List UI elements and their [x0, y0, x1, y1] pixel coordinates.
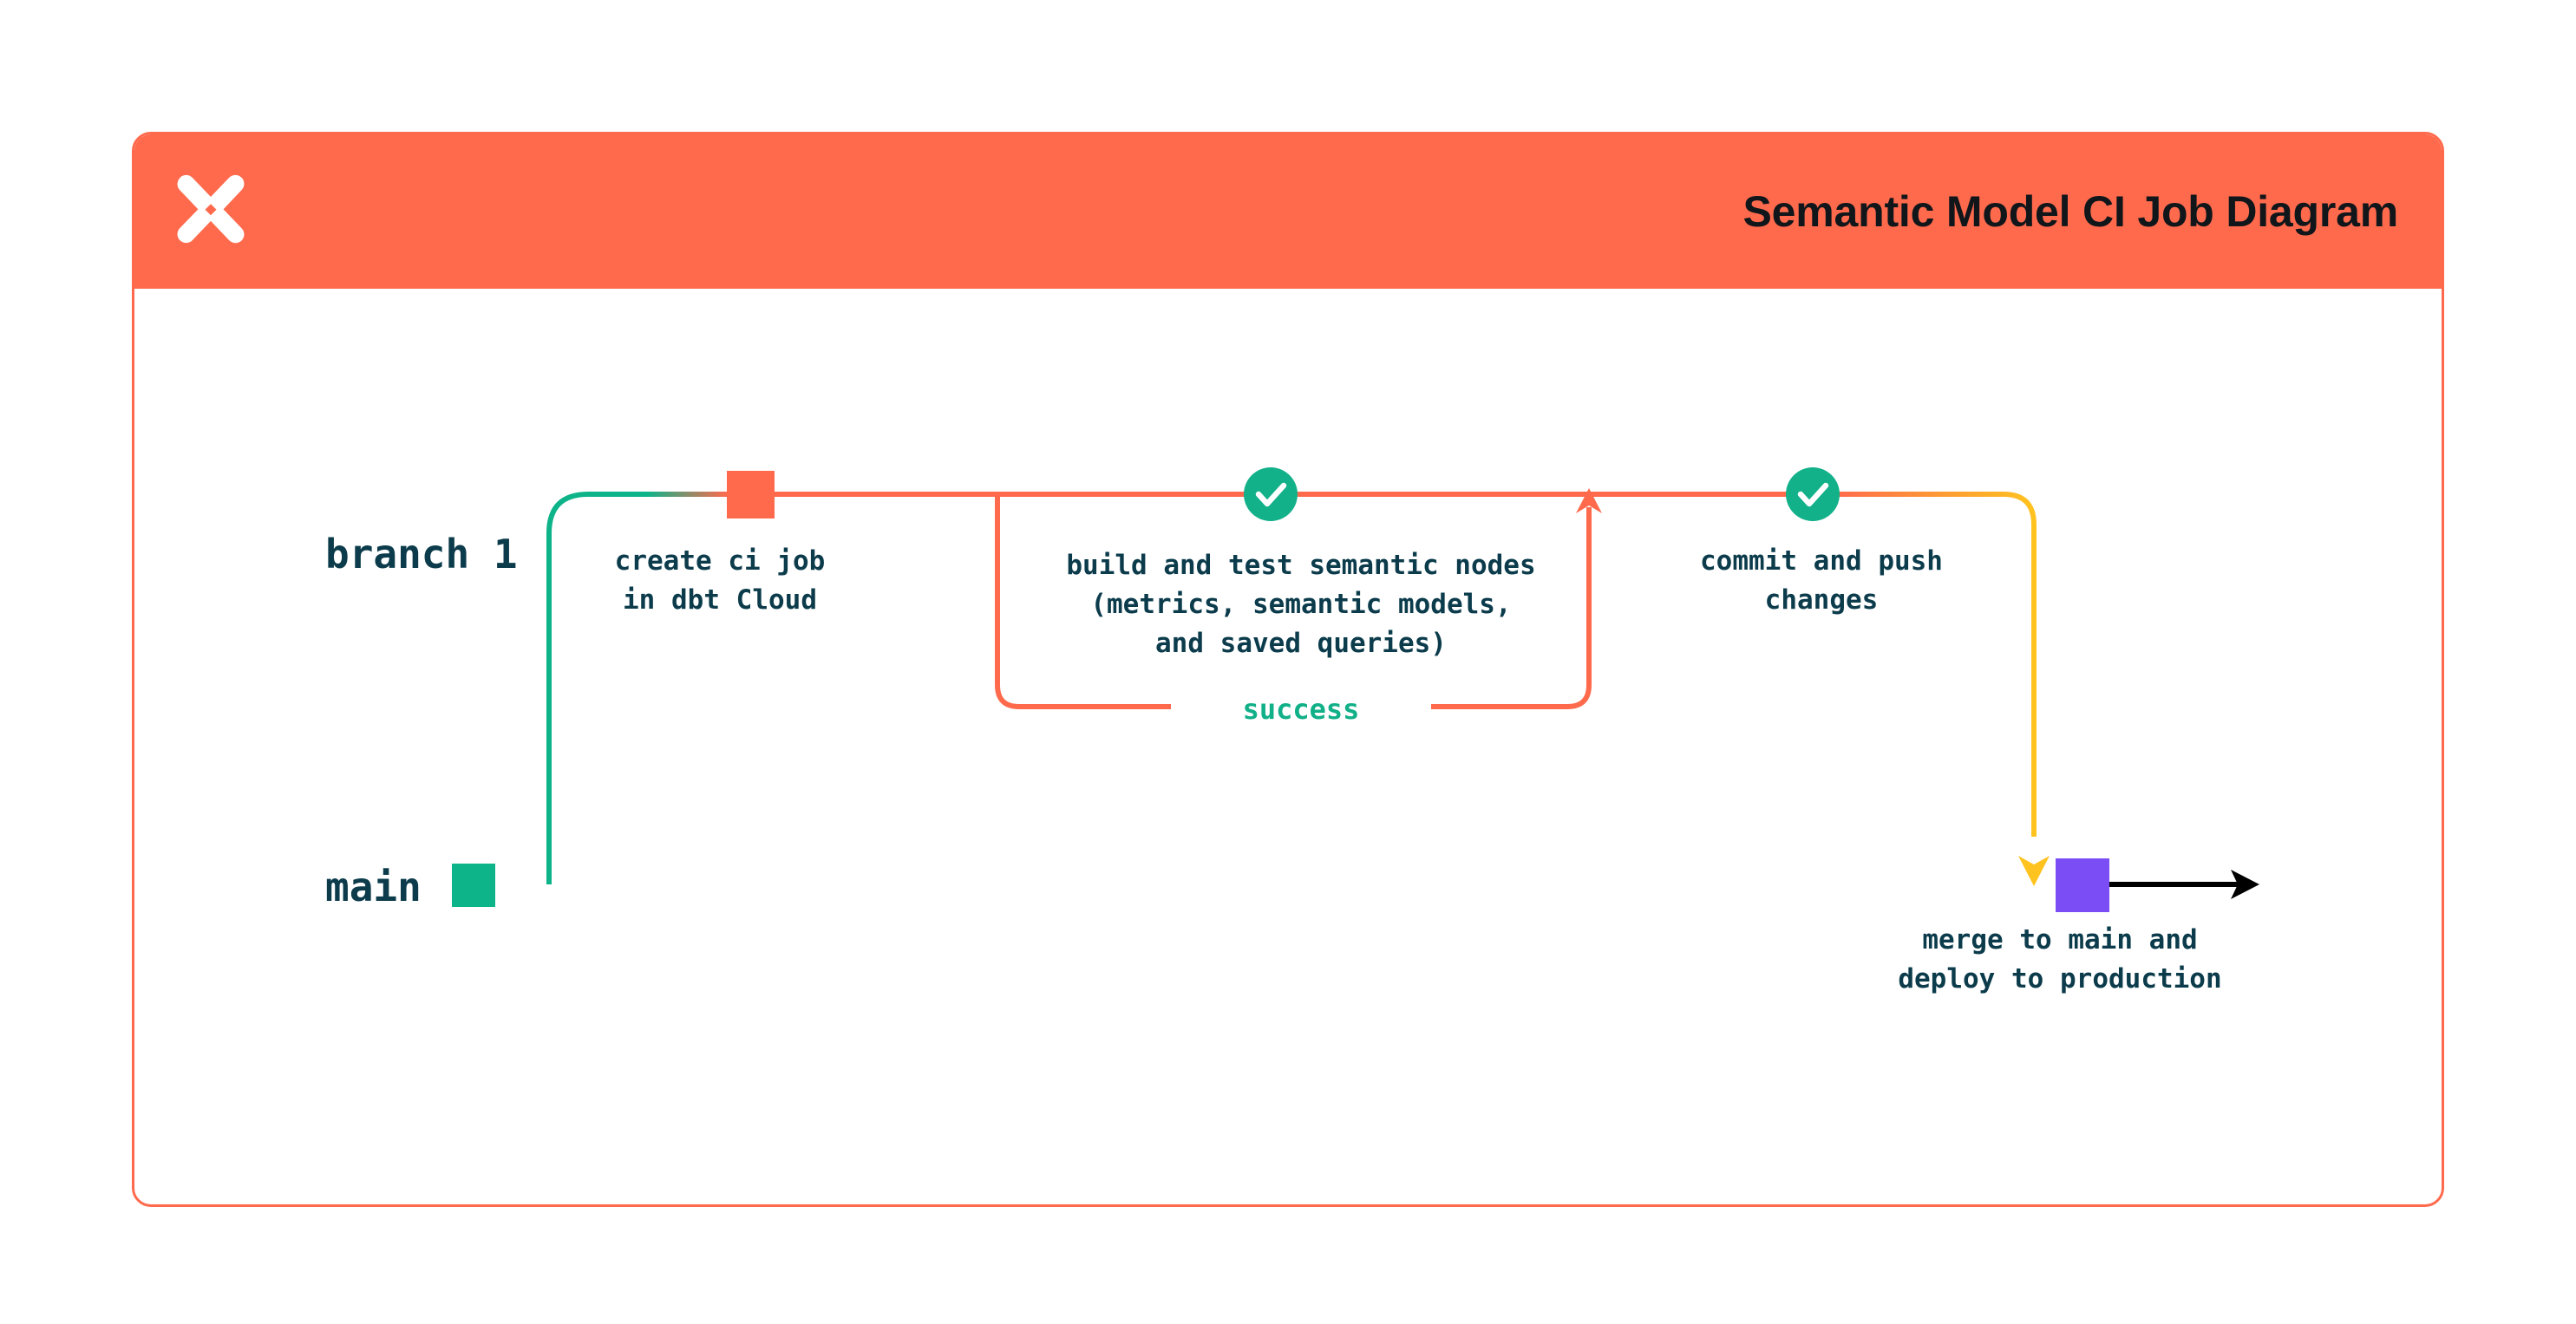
node-label-commit-and-push: commit and push changes — [1700, 545, 1943, 616]
success-loop-label: success — [1171, 691, 1431, 727]
card-header: Semantic Model CI Job Diagram — [134, 134, 2442, 289]
node-label-build-and-test: build and test semantic nodes (metrics, … — [1066, 550, 1536, 659]
node-label-create-ci-job: create ci job in dbt Cloud — [614, 545, 826, 616]
card-body — [134, 289, 2442, 1207]
diagram-card: Semantic Model CI Job Diagram — [132, 132, 2444, 1207]
node-label-merge-to-main: merge to main and deploy to production — [1898, 924, 2222, 995]
page-title: Semantic Model CI Job Diagram — [1742, 187, 2399, 236]
lane-label-main: main — [325, 864, 422, 910]
dbt-x-logo-icon — [177, 174, 245, 244]
lane-label-branch1: branch 1 — [325, 531, 518, 577]
